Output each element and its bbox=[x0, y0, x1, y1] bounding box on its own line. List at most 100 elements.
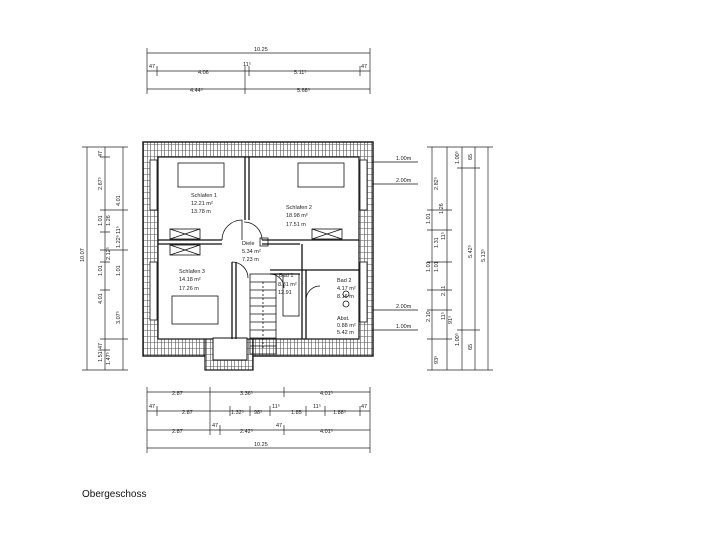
left-col1-label: 47 bbox=[98, 151, 104, 157]
room-name: Schlafen 2 bbox=[286, 205, 312, 211]
left-col1-label: 1.01 bbox=[98, 265, 104, 276]
room-name: Diele bbox=[242, 241, 255, 247]
staircase bbox=[249, 273, 277, 355]
bottom-row2-label: 11⁵ bbox=[313, 403, 321, 410]
room-perimeter: 8.16 m bbox=[337, 294, 354, 300]
left-col2-label: 1.22⁵ bbox=[115, 235, 122, 248]
left-col2-label: 11⁵ bbox=[115, 226, 122, 234]
gable-right-top bbox=[359, 159, 368, 211]
furniture bbox=[169, 162, 350, 325]
right-col2-label: 11⁵ bbox=[440, 232, 447, 240]
plan-caption: Obergeschoss bbox=[82, 489, 147, 500]
bottom-row1-label: 4.01⁵ bbox=[320, 390, 333, 397]
right-col1-label: 1.01 bbox=[426, 261, 432, 272]
chimney bbox=[259, 237, 269, 247]
washbasin bbox=[342, 290, 350, 298]
bottom-dimensions bbox=[146, 387, 371, 453]
bottom-row2-label: 11⁵ bbox=[272, 403, 280, 410]
room-name: Schlafen 3 bbox=[179, 269, 205, 275]
wardrobe-2 bbox=[311, 228, 343, 240]
room-area: 0.88 m² bbox=[337, 323, 356, 329]
level-label: 2.00m bbox=[396, 304, 412, 310]
bottom-row2-label: 1.85 bbox=[291, 410, 302, 416]
room-name: Bad 1 bbox=[279, 273, 293, 279]
level-label: 1.00m bbox=[396, 324, 412, 330]
room-perimeter: 13.78 m bbox=[191, 209, 211, 215]
right-col4-label: 65 bbox=[468, 344, 474, 350]
top-row1-label: 47 bbox=[149, 64, 155, 70]
left-col2-label: 1.01 bbox=[116, 265, 122, 276]
right-col1-label: 2.10 bbox=[426, 311, 432, 322]
right-col1-label: 1.01 bbox=[426, 213, 432, 224]
right-col1-label: 1.01 bbox=[434, 261, 440, 272]
right-dimension-labels: 1.26 1.01 2.11 1.01 1.01 2.10 2.82⁵ 1.31… bbox=[426, 151, 487, 364]
left-col2-label: 4.01 bbox=[98, 293, 104, 304]
bottom-row2-label: 47 bbox=[149, 404, 155, 410]
top-dimension-labels: 10.25 47 4.06 11⁵ 5.11⁵ 47 4.44⁵ 5.68⁵ bbox=[149, 47, 367, 94]
room-area: 18.98 m² bbox=[286, 213, 308, 219]
right-col2-label: 11⁵ bbox=[440, 312, 447, 320]
gable-right-bottom bbox=[359, 261, 368, 323]
right-col5-label: 5.13⁵ bbox=[480, 249, 487, 262]
right-col2-label: 93⁵ bbox=[433, 356, 440, 364]
bathtub bbox=[282, 273, 300, 317]
right-dimensions bbox=[427, 146, 493, 371]
left-col1-label: 3.07⁵ bbox=[115, 311, 122, 324]
bottom-row3-label: 2.42⁵ bbox=[240, 428, 253, 435]
bed-schlafen-1 bbox=[177, 162, 225, 188]
left-col1-label: 1.01 bbox=[98, 215, 104, 226]
room-perimeter: 7.23 m bbox=[242, 257, 259, 263]
bottom-row2-label: 1.32⁵ bbox=[231, 409, 244, 416]
gable-left-bottom bbox=[149, 261, 158, 321]
left-col1-label: 1.51⁵ bbox=[97, 349, 104, 362]
right-col3-label: 1.00⁵ bbox=[454, 151, 461, 164]
left-col1-label: 2.67⁵ bbox=[97, 177, 104, 190]
bottom-row3-label: 2.87 bbox=[172, 429, 183, 435]
level-labels: 1.00m 2.00m 2.00m 1.00m bbox=[396, 156, 412, 330]
room-name: Abst. bbox=[337, 316, 350, 322]
right-col2-label: 1.31 bbox=[434, 237, 440, 248]
room-labels: Schlafen 1 12.21 m² 13.78 m Schlafen 2 1… bbox=[179, 193, 356, 336]
top-row1-label: 11⁵ bbox=[243, 61, 251, 68]
interior-walls bbox=[158, 157, 359, 339]
right-col2-label: 91⁵ bbox=[447, 316, 454, 324]
left-col1-label: 1.47⁵ bbox=[105, 352, 112, 365]
bottom-row3-label: 4.01⁵ bbox=[320, 428, 333, 435]
room-perimeter: 17.51 m bbox=[286, 222, 306, 228]
top-row1-label: 5.11⁵ bbox=[294, 69, 307, 76]
level-label: 1.00m bbox=[396, 156, 412, 162]
top-row1-label: 4.06 bbox=[198, 70, 209, 76]
room-area: 5.34 m² bbox=[242, 249, 261, 255]
left-col1-label: 1.26 bbox=[106, 215, 112, 226]
level-label: 2.00m bbox=[396, 178, 412, 184]
right-col4-label: 65 bbox=[468, 154, 474, 160]
wardrobe-1 bbox=[169, 228, 201, 240]
gable-left-top bbox=[149, 159, 158, 211]
top-overall-label: 10.25 bbox=[254, 47, 268, 53]
room-perimeter: 17.26 m bbox=[179, 286, 199, 292]
bottom-row1-label: 2.87 bbox=[172, 391, 183, 397]
room-name: Bad 2 bbox=[337, 278, 351, 284]
door-swings bbox=[221, 219, 321, 301]
bed-schlafen-2 bbox=[297, 162, 345, 188]
left-dimensions bbox=[82, 146, 128, 371]
toilet bbox=[342, 300, 350, 308]
top-row1-label: 47 bbox=[361, 64, 367, 70]
bottom-row2-label: 1.88⁵ bbox=[333, 409, 346, 416]
bottom-row2-label: 98⁵ bbox=[254, 409, 262, 416]
room-area: 4.17 m² bbox=[337, 286, 356, 292]
room-area: 12.21 m² bbox=[191, 201, 213, 207]
left-col1-label: 2.12⁵ bbox=[105, 247, 112, 260]
room-name: Schlafen 1 bbox=[191, 193, 217, 199]
room-area: 14.18 m² bbox=[179, 277, 201, 283]
left-overall-label: 10.07 bbox=[80, 248, 86, 262]
wardrobe-3 bbox=[169, 244, 201, 256]
bottom-row3-label: 47 bbox=[276, 423, 282, 429]
bottom-row2-label: 2.87 bbox=[182, 410, 193, 416]
right-col3-label: 5.42⁵ bbox=[467, 245, 474, 258]
top-dimensions bbox=[146, 48, 371, 94]
bottom-overall-label: 10.25 bbox=[254, 442, 268, 448]
left-dimension-labels: 10.07 47 2.67⁵ 1.01 1.26 1.01 2.12⁵ 3.07… bbox=[80, 151, 122, 365]
bottom-row1-label: 3.36⁵ bbox=[240, 390, 253, 397]
